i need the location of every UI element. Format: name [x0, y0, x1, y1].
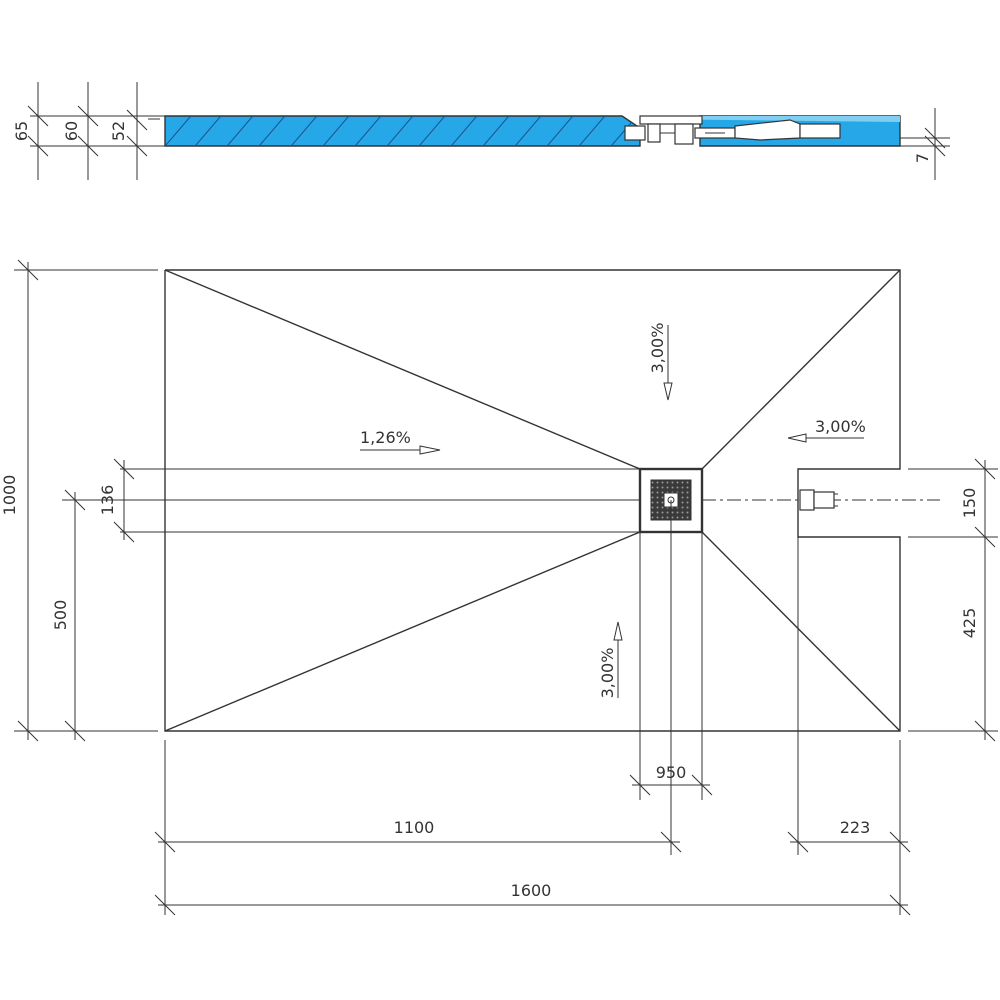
dim-width: 1000 — [0, 475, 19, 516]
slope-label-left: 1,26% — [360, 428, 411, 447]
side-dim-total-height: 65 — [12, 121, 31, 141]
side-dim-mid-height: 60 — [62, 121, 81, 141]
slope-arrow-left — [360, 445, 441, 455]
side-view: 65 60 52 7 — [12, 82, 950, 180]
slope-arrow-bottom — [613, 621, 623, 698]
slope-arrow-right — [787, 433, 864, 443]
slope-arrow-top — [663, 325, 673, 401]
outlet-fitting — [799, 489, 838, 511]
dim-channel-width: 136 — [98, 485, 117, 516]
side-dim-drain-height: 52 — [109, 121, 128, 141]
dim-notch-depth: 223 — [840, 818, 871, 837]
dim-notch-offset: 425 — [960, 608, 979, 639]
dim-notch-width: 150 — [960, 488, 979, 519]
slope-label-top: 3,00% — [648, 323, 667, 374]
fold-line-bottom-left — [164, 531, 641, 732]
dim-drain-offset: 1100 — [394, 818, 435, 837]
slope-label-right: 3,00% — [815, 417, 866, 436]
fold-line-bottom-right — [701, 531, 901, 732]
dim-total-length: 1600 — [511, 881, 552, 900]
dim-grate-width: 950 — [656, 763, 687, 782]
side-view-drain-trap — [624, 115, 841, 145]
side-view-slope-top — [640, 116, 900, 122]
slope-label-bottom: 3,00% — [598, 648, 617, 699]
fold-line-top-left — [164, 269, 641, 470]
fold-line-top-right — [701, 269, 901, 470]
side-dim-edge-drop: 7 — [913, 153, 932, 163]
dim-drain-center-height: 500 — [51, 600, 70, 631]
plan-view: 3,00% 1,26% 3,00% 3,00% 1000 500 — [0, 259, 998, 916]
